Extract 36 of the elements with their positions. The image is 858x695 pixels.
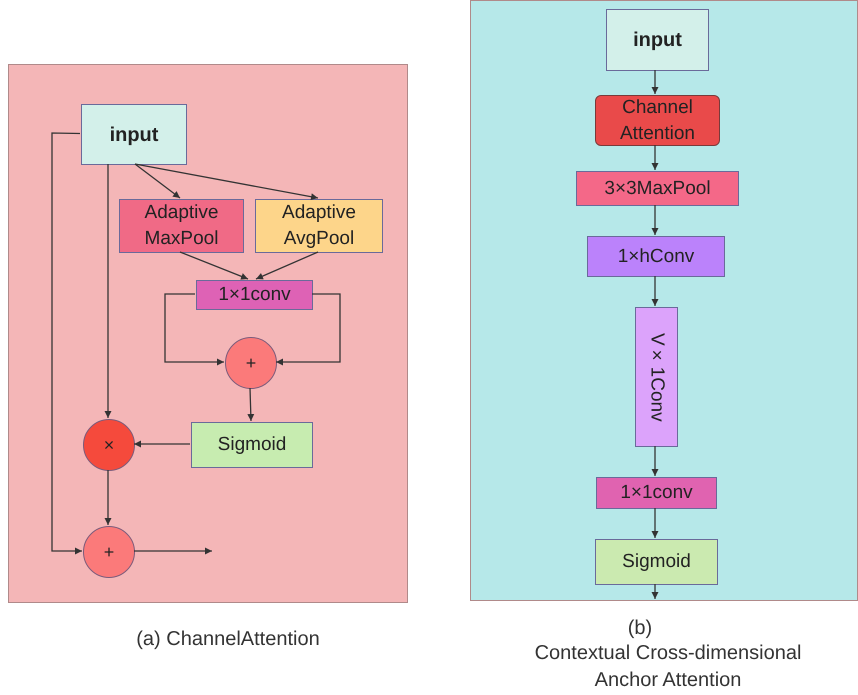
input-box: input xyxy=(606,9,709,71)
panel-background xyxy=(8,64,408,603)
caption-text: (a) ChannelAttention xyxy=(135,627,321,652)
arrow xyxy=(180,251,248,280)
process-box: 3×3MaxPool xyxy=(576,171,739,206)
arrow xyxy=(51,132,82,554)
panel-background xyxy=(470,0,858,601)
arrow xyxy=(247,388,254,422)
process-box: 1×hConv xyxy=(587,236,725,277)
caption-text: Contextual Cross-dimensional Anchor Attention xyxy=(534,641,802,693)
arrow xyxy=(134,548,212,554)
process-box: 1×1conv xyxy=(196,280,313,310)
process-box: 1×1conv xyxy=(596,477,717,509)
input-box: input xyxy=(81,104,187,165)
arrow xyxy=(104,470,112,525)
process-box: V×1Conv xyxy=(635,307,678,447)
arrow xyxy=(164,293,224,366)
process-box: Adaptive AvgPool xyxy=(255,199,383,253)
arrow xyxy=(652,276,658,306)
arrow xyxy=(652,205,658,235)
arrow xyxy=(652,508,658,538)
arrow xyxy=(276,293,341,366)
process-box: Channel Attention xyxy=(595,95,720,146)
process-box: Sigmoid xyxy=(595,539,718,585)
arrow xyxy=(104,164,112,418)
process-box: Adaptive MaxPool xyxy=(119,199,244,253)
arrow xyxy=(652,446,658,476)
arrow xyxy=(256,251,318,280)
arrow xyxy=(134,440,190,448)
arrow xyxy=(134,163,180,199)
arrow xyxy=(652,70,658,94)
caption-text: (b) xyxy=(626,618,654,638)
arrow xyxy=(652,584,658,599)
arrow xyxy=(652,145,658,170)
process-box: Sigmoid xyxy=(191,422,313,468)
arrow xyxy=(134,163,318,200)
